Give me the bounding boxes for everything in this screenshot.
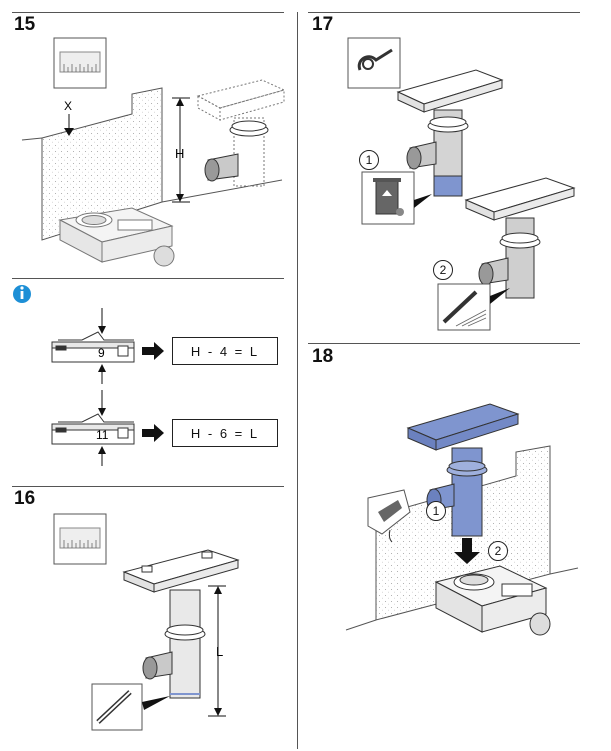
ruler-icon [53, 37, 107, 89]
formula-box-row2: H - 6 = L [172, 419, 278, 447]
marker-pen-icon [91, 683, 170, 731]
rule-step15-top [12, 12, 284, 13]
arrow-down-icon [454, 538, 480, 564]
info-dim-row2: 11 [96, 428, 109, 442]
rule-step17-top [308, 12, 580, 13]
step16-illustration: L [12, 506, 292, 746]
step-number-18: 18 [312, 346, 334, 367]
callout-1-step18: 1 [426, 501, 446, 521]
ruler-icon [53, 513, 107, 565]
step18-illustration [306, 366, 596, 746]
pipe-cutter-icon [347, 37, 401, 89]
recycle-bin-icon [361, 171, 432, 225]
x-dimension-label: X [64, 99, 72, 113]
rule-step16-top [12, 486, 284, 487]
arrow-right-icon [142, 424, 164, 442]
l-dimension-label: L [216, 644, 223, 659]
callout-1-step17: 1 [359, 150, 379, 170]
step-number-16: 16 [14, 488, 36, 509]
h-dimension-label: H [175, 146, 184, 161]
callout-2-step17: 2 [433, 260, 453, 280]
step-number-17: 17 [312, 14, 334, 35]
rule-info-top [12, 278, 284, 279]
center-divider [297, 12, 298, 749]
lubricant-icon [367, 489, 411, 543]
formula-box-row1: H - 4 = L [172, 337, 278, 365]
info-section: 9 11 [12, 280, 292, 485]
step-number-15: 15 [14, 14, 36, 35]
info-dim-row1: 9 [98, 346, 105, 360]
callout-2-step18: 2 [488, 541, 508, 561]
rule-step18-top [308, 343, 580, 344]
step15-illustration: X H [12, 30, 292, 275]
step17-illustration [306, 30, 586, 340]
arrow-right-icon [142, 342, 164, 360]
info-icon [13, 285, 31, 303]
deburring-tool-icon [437, 283, 510, 331]
